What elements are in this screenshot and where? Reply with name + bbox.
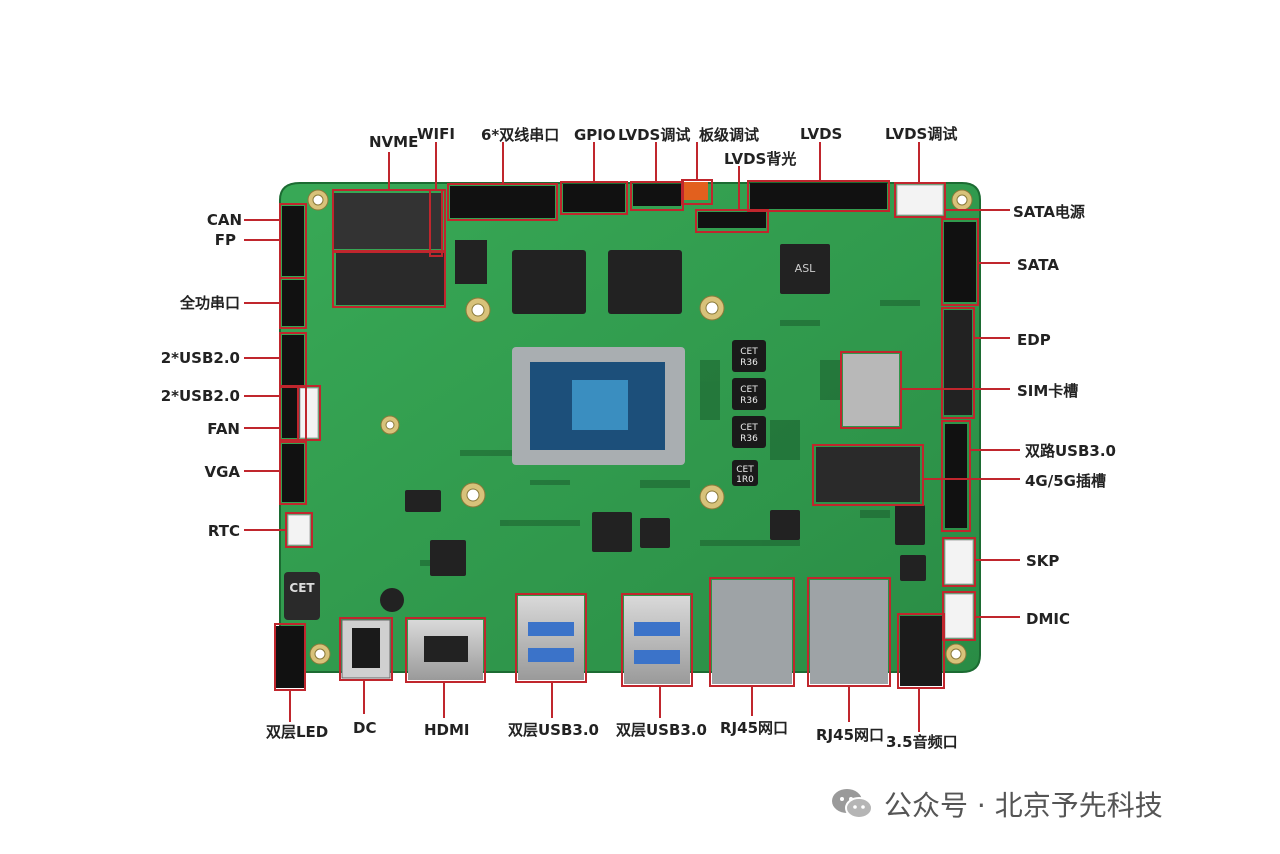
label-usb2-b: 2*USB2.0 <box>160 387 240 405</box>
label-board-debug: 板级调试 <box>699 126 760 144</box>
small-connectors <box>287 182 976 639</box>
mounting-holes <box>307 189 973 665</box>
watermark: 公众号 · 北京予先科技 <box>830 786 1163 822</box>
label-can: CAN <box>206 211 242 229</box>
label-vga: VGA <box>204 463 240 481</box>
label-dc: DC <box>353 719 377 737</box>
label-4g5g-slot: 4G/5G插槽 <box>1025 472 1106 490</box>
inductor-2-top: CET <box>740 385 758 395</box>
label-sim: SIM卡槽 <box>1017 382 1079 400</box>
label-full-serial: 全功串口 <box>179 294 240 312</box>
pin-headers <box>282 183 967 528</box>
asl-chip-label: ASL <box>795 262 817 275</box>
label-edp: EDP <box>1017 331 1051 349</box>
ics <box>405 490 926 581</box>
big-inductor-label-top: CET <box>289 581 315 595</box>
label-sata-power: SATA电源 <box>1013 203 1085 221</box>
inductor-1-bottom: R36 <box>740 358 758 368</box>
label-dmic: DMIC <box>1026 610 1070 628</box>
inductor-4-bottom: 1R0 <box>736 475 754 485</box>
label-fan: FAN <box>207 420 240 438</box>
label-wifi: WIFI <box>417 125 455 143</box>
label-fp: FP <box>214 231 236 249</box>
io-connectors <box>276 580 942 688</box>
label-dual-usb3-a: 双层USB3.0 <box>508 721 599 739</box>
label-lvds-debug-1: LVDS调试 <box>618 126 691 144</box>
label-dual-led: 双层LED <box>266 723 329 741</box>
label-lvds-backlight: LVDS背光 <box>724 150 797 168</box>
label-rj45-a: RJ45网口 <box>720 719 789 737</box>
label-usb2-a: 2*USB2.0 <box>160 349 240 367</box>
label-sata: SATA <box>1017 256 1059 274</box>
chip-left-small <box>455 240 487 284</box>
label-serial6: 6*双线串口 <box>481 126 560 144</box>
label-lvds-debug-2: LVDS调试 <box>885 125 958 143</box>
inductor-1-top: CET <box>740 347 758 357</box>
cpu-die <box>572 380 628 430</box>
watermark-text: 公众号 · 北京予先科技 <box>884 789 1163 822</box>
label-dual-usb3: 双路USB3.0 <box>1025 442 1116 460</box>
inductor-4-top: CET <box>736 465 754 475</box>
label-dual-usb3-b: 双层USB3.0 <box>616 721 707 739</box>
label-nvme: NVME <box>369 133 419 151</box>
label-gpio: GPIO <box>574 126 616 144</box>
label-audio: 3.5音频口 <box>886 733 958 751</box>
m2-slots <box>334 193 920 502</box>
label-rtc: RTC <box>207 522 240 540</box>
label-hdmi: HDMI <box>424 721 470 739</box>
label-rj45-b: RJ45网口 <box>816 726 885 744</box>
label-skp: SKP <box>1026 552 1060 570</box>
label-lvds: LVDS <box>800 125 843 143</box>
inductor-2-bottom: R36 <box>740 396 758 406</box>
inductors <box>284 340 766 620</box>
ram-chip-right <box>608 250 682 314</box>
inductor-3-bottom: R36 <box>740 434 758 444</box>
ram-chip-left <box>512 250 586 314</box>
inductor-3-top: CET <box>740 423 758 433</box>
asl-chip <box>780 244 830 294</box>
wechat-icon <box>830 786 874 822</box>
leader-lines <box>244 142 1020 732</box>
